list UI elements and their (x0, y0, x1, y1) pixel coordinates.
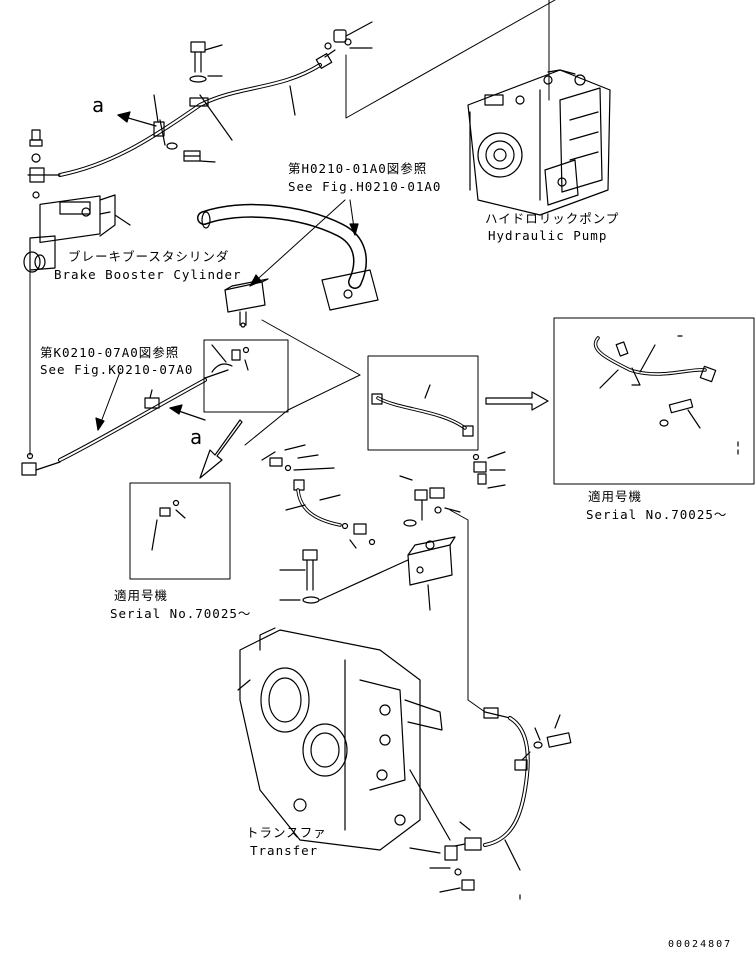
brake-booster-cylinder (23, 194, 131, 273)
brake-booster-label-ja: ブレーキブースタシリンダ (68, 249, 230, 264)
ref-h0210-en[interactable]: See Fig.H0210-01A0 (288, 179, 442, 194)
ref-h0210-ja[interactable]: 第H0210-01A0図参照 (288, 161, 428, 176)
transfer-gearbox (237, 627, 451, 851)
center-leader-lines (244, 319, 361, 446)
transfer-label-en: Transfer (250, 843, 319, 858)
serial-box-right-parts (593, 335, 739, 455)
center-valve-block (399, 475, 461, 611)
leader-arrow-k0210 (95, 371, 121, 431)
hollow-arrow-down (199, 419, 243, 479)
callout-a-mid: a (190, 425, 203, 449)
ref-k0210-ja[interactable]: 第K0210-07A0図参照 (40, 345, 180, 360)
arrow-a-mid (169, 404, 206, 421)
brake-booster-label-en: Brake Booster Cylinder (54, 267, 242, 282)
drawing-number: 00024807 (668, 939, 733, 950)
transfer-hose (409, 707, 572, 900)
leader-to-transfer (449, 509, 486, 713)
hollow-arrow-right (485, 391, 549, 411)
detail-box-fitting (203, 339, 289, 413)
top-brake-hose (58, 49, 336, 177)
detail-hose (371, 384, 474, 437)
lower-left-hose (21, 363, 233, 476)
serial-box-left (129, 482, 231, 580)
right-fittings (472, 451, 506, 489)
serial-box-left-parts (151, 499, 186, 551)
serial-box-right (553, 317, 755, 485)
serial-right-label-en: Serial No.70025～ (586, 507, 728, 522)
hydraulic-pump-label-ja: ハイドロリックポンプ (485, 211, 620, 226)
arrow-a-top (117, 111, 157, 127)
center-fittings (261, 444, 376, 549)
left-washer-bottom (26, 452, 34, 460)
serial-right-label-ja: 適用号機 (588, 489, 643, 504)
serial-left-label-ja: 適用号機 (114, 588, 169, 603)
bolt-top (189, 41, 223, 83)
transfer-label-ja: トランスファ (246, 825, 327, 840)
pump-fitting (324, 21, 373, 50)
detail-fitting-parts (211, 344, 250, 371)
callout-a-top: a (92, 93, 105, 117)
hydraulic-pump-label-en: Hydraulic Pump (488, 228, 608, 243)
leader-arrows-h0210 (249, 199, 359, 287)
manifold-block (224, 278, 269, 328)
ref-k0210-en[interactable]: See Fig.K0210-07A0 (40, 362, 194, 377)
hydraulic-pump (467, 69, 611, 216)
hose-clamp (153, 85, 296, 163)
bolt-center (279, 549, 409, 604)
left-fittings (27, 129, 61, 199)
serial-left-label-en: Serial No.70025～ (110, 606, 252, 621)
return-pipe (197, 203, 379, 311)
detail-box-hose (367, 355, 479, 451)
